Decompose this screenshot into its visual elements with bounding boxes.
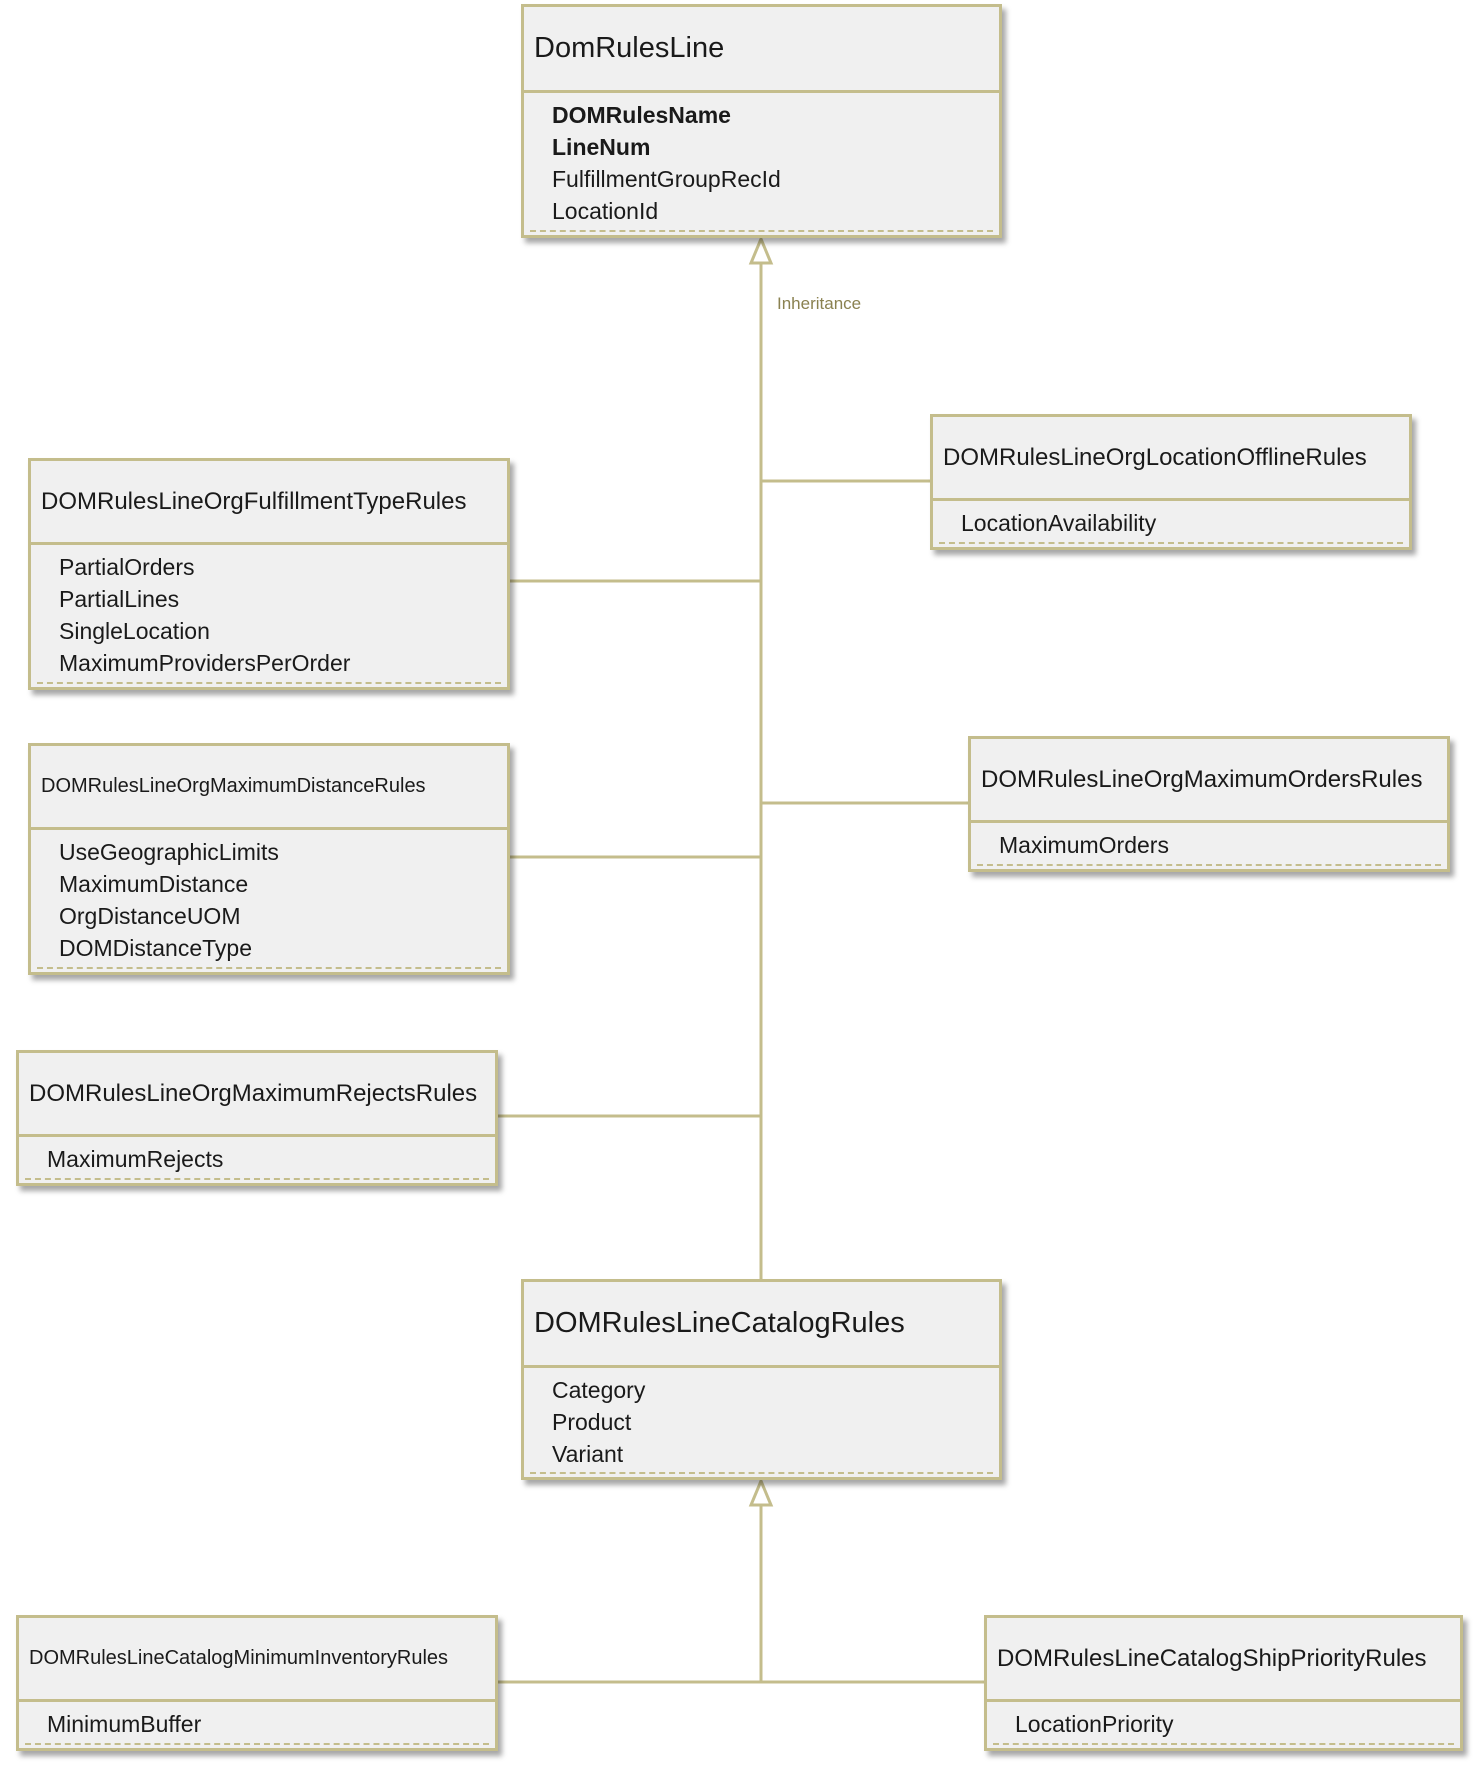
attribute: LocationAvailability — [961, 510, 1157, 536]
class-maximum-orders-rules[interactable]: DOMRulesLineOrgMaximumOrdersRules Maximu… — [968, 736, 1450, 872]
class-name: DomRulesLine — [534, 32, 725, 64]
class-attributes: LocationPriority — [987, 1702, 1460, 1748]
class-attributes: UseGeographicLimits MaximumDistance OrgD… — [31, 830, 507, 972]
class-catalog-ship-priority-rules[interactable]: DOMRulesLineCatalogShipPriorityRules Loc… — [984, 1615, 1463, 1751]
class-catalog-minimum-inventory-rules[interactable]: DOMRulesLineCatalogMinimumInventoryRules… — [16, 1615, 498, 1751]
inheritance-arrowhead-top — [748, 235, 774, 265]
attribute: MaximumRejects — [47, 1146, 224, 1172]
attribute: MaximumDistance — [59, 871, 249, 897]
class-location-offline-rules[interactable]: DOMRulesLineOrgLocationOfflineRules Loca… — [930, 414, 1412, 550]
class-header: DOMRulesLineCatalogMinimumInventoryRules — [19, 1618, 495, 1702]
attribute: Category — [552, 1377, 646, 1403]
class-header: DOMRulesLineOrgMaximumDistanceRules — [31, 746, 507, 830]
attribute-key: DOMRulesName — [552, 102, 731, 128]
class-attributes: MaximumRejects — [19, 1137, 495, 1183]
class-name: DOMRulesLineOrgMaximumDistanceRules — [41, 775, 426, 797]
class-header: DOMRulesLineCatalogShipPriorityRules — [987, 1618, 1460, 1702]
attribute: PartialOrders — [59, 554, 195, 580]
class-attributes: DOMRulesName LineNum FulfillmentGroupRec… — [524, 93, 999, 235]
attribute: UseGeographicLimits — [59, 839, 279, 865]
class-maximum-distance-rules[interactable]: DOMRulesLineOrgMaximumDistanceRules UseG… — [28, 743, 510, 975]
class-maximum-rejects-rules[interactable]: DOMRulesLineOrgMaximumRejectsRules Maxim… — [16, 1050, 498, 1186]
class-name: DOMRulesLineCatalogRules — [534, 1307, 905, 1339]
class-header: DOMRulesLineCatalogRules — [524, 1282, 999, 1368]
class-attributes: MaximumOrders — [971, 823, 1447, 869]
class-header: DOMRulesLineOrgFulfillmentTypeRules — [31, 461, 507, 545]
attribute: LocationPriority — [1015, 1711, 1174, 1737]
attribute: SingleLocation — [59, 618, 210, 644]
attribute: MaximumProvidersPerOrder — [59, 650, 351, 676]
attribute: PartialLines — [59, 586, 180, 612]
class-attributes: LocationAvailability — [933, 501, 1409, 547]
inheritance-label: Inheritance — [777, 294, 862, 313]
class-header: DOMRulesLineOrgLocationOfflineRules — [933, 417, 1409, 501]
class-fulfillment-type-rules[interactable]: DOMRulesLineOrgFulfillmentTypeRules Part… — [28, 458, 510, 690]
class-catalog-rules[interactable]: DOMRulesLineCatalogRules Category Produc… — [521, 1279, 1002, 1480]
class-header: DOMRulesLineOrgMaximumRejectsRules — [19, 1053, 495, 1137]
attribute: OrgDistanceUOM — [59, 903, 241, 929]
attribute: Product — [552, 1409, 632, 1435]
class-name: DOMRulesLineOrgMaximumOrdersRules — [981, 765, 1423, 793]
attribute: LocationId — [552, 198, 659, 224]
class-name: DOMRulesLineOrgLocationOfflineRules — [943, 443, 1367, 471]
attribute: MaximumOrders — [999, 832, 1169, 858]
attribute: MinimumBuffer — [47, 1711, 202, 1737]
class-name: DOMRulesLineOrgMaximumRejectsRules — [29, 1079, 478, 1107]
class-name: DOMRulesLineOrgFulfillmentTypeRules — [41, 487, 467, 515]
class-header: DomRulesLine — [524, 7, 999, 93]
class-dom-rules-line[interactable]: DomRulesLine DOMRulesName LineNum Fulfil… — [521, 4, 1002, 238]
class-attributes: PartialOrders PartialLines SingleLocatio… — [31, 545, 507, 687]
attribute: DOMDistanceType — [59, 935, 253, 961]
class-name: DOMRulesLineCatalogShipPriorityRules — [997, 1644, 1427, 1672]
class-attributes: Category Product Variant — [524, 1368, 999, 1477]
inheritance-arrowhead-catalog — [748, 1477, 774, 1507]
class-attributes: MinimumBuffer — [19, 1702, 495, 1748]
attribute: FulfillmentGroupRecId — [552, 166, 781, 192]
class-header: DOMRulesLineOrgMaximumOrdersRules — [971, 739, 1447, 823]
class-name: DOMRulesLineCatalogMinimumInventoryRules — [29, 1647, 449, 1669]
attribute: Variant — [552, 1441, 624, 1467]
attribute-key: LineNum — [552, 134, 651, 160]
